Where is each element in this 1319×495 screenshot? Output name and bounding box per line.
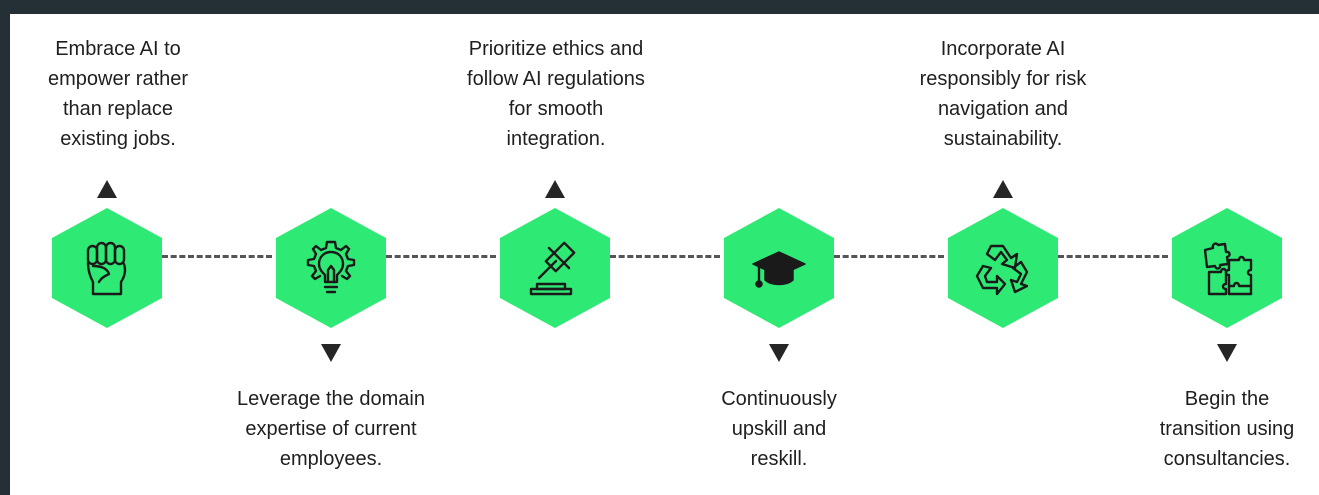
graduation-cap-icon — [752, 251, 806, 288]
step-6-hexagon — [1172, 208, 1282, 328]
connector-line-3 — [610, 255, 720, 258]
puzzle-pieces-icon — [1203, 242, 1253, 296]
step-3-hexagon — [500, 208, 610, 328]
step-3-text: Prioritize ethics and follow AI regulati… — [467, 38, 645, 150]
step-4-arrow-down — [769, 344, 789, 362]
connector-line-5 — [1058, 255, 1168, 258]
step-5-hexagon — [948, 208, 1058, 328]
step-6-text: Begin the transition using consultancies… — [1159, 388, 1295, 470]
lightbulb-gear-icon — [306, 240, 356, 294]
diagram-background — [10, 14, 1319, 495]
step-3-arrow-up — [545, 180, 565, 198]
connector-line-1 — [162, 255, 272, 258]
step-2-hexagon — [276, 208, 386, 328]
step-2-text: Leverage the domain expertise of current… — [237, 388, 425, 470]
step-4-text: Continuously upskill and reskill. — [721, 388, 837, 470]
step-2-arrow-down — [321, 344, 341, 362]
raised-fist-icon — [86, 241, 127, 296]
step-1-arrow-up — [97, 180, 117, 198]
recycle-arrows-icon — [975, 244, 1029, 296]
step-5-arrow-up — [993, 180, 1013, 198]
step-6-arrow-down — [1217, 344, 1237, 362]
connector-line-2 — [386, 255, 496, 258]
step-1-hexagon — [52, 208, 162, 328]
step-5-text: Incorporate AI responsibly for risk navi… — [919, 38, 1087, 150]
gavel-icon — [529, 241, 576, 296]
step-1-text: Embrace AI to empower rather than replac… — [47, 38, 189, 150]
connector-line-4 — [834, 255, 944, 258]
step-4-hexagon — [724, 208, 834, 328]
